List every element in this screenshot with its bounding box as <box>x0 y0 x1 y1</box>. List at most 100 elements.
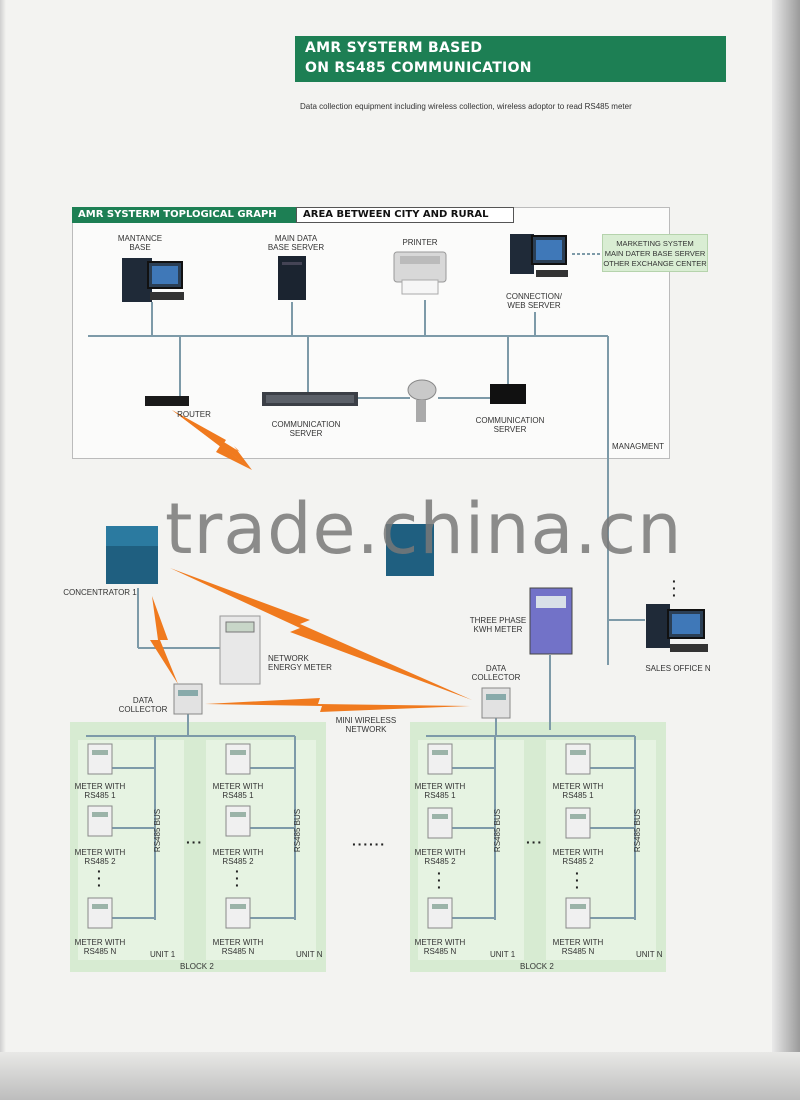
rs485-bus-label: RS485 BUS <box>153 808 163 853</box>
concentrator-device <box>106 526 158 584</box>
maindb-line-2: BASE SERVER <box>267 243 325 252</box>
three-line-2: KWH METER <box>473 625 523 634</box>
graph-area-label: AREA BETWEEN CITY AND RURAL <box>296 207 514 223</box>
communication-switch <box>262 392 358 406</box>
marketing-line-3: OTHER EXCHANGE CENTER <box>603 259 707 268</box>
title-line-2: ON RS485 COMMUNICATION <box>305 60 532 76</box>
more-meters-dots: ··· <box>97 863 102 893</box>
data-collector-left-label: DATA COLLECTOR <box>118 696 168 714</box>
page-edge-right <box>772 0 800 1100</box>
topology-box <box>72 207 670 459</box>
meter-line: METER WITH <box>414 848 466 857</box>
more-units-dots: ··· <box>526 834 543 850</box>
meter-rs: RS485 2 <box>84 857 116 866</box>
block-label: BLOCK 2 <box>520 962 554 971</box>
meter-line: METER WITH <box>74 848 126 857</box>
wireless-line-1: MINI WIRELESS <box>335 716 397 725</box>
printer-device <box>393 251 447 295</box>
marketing-line-2: MAIN DATER BASE SERVER <box>604 249 706 258</box>
meter-rs: RS485 N <box>561 947 595 956</box>
maindb-label: MAIN DATA BASE SERVER <box>256 234 336 252</box>
comm1-line-2: SERVER <box>289 429 323 438</box>
more-meters-dots: ··· <box>575 865 580 895</box>
collector-right-line-1: DATA <box>485 664 507 673</box>
web-server-computer <box>510 234 568 277</box>
managment-label: MANAGMENT <box>612 442 664 451</box>
mantance-line-2: BASE <box>129 243 151 252</box>
more-units-dots: ··· <box>186 834 203 850</box>
three-phase-meter <box>529 587 573 655</box>
three-line-1: THREE PHASE <box>469 616 527 625</box>
sales-office-computer <box>646 604 708 652</box>
meter-line: METER WITH <box>74 938 126 947</box>
mantance-base-label: MANTANCE BASE <box>110 234 170 252</box>
connection-lines <box>86 253 645 920</box>
meter-rs: RS485 1 <box>562 791 594 800</box>
more-meters-dots: ··· <box>235 863 240 893</box>
comm-server-1-label: COMMUNICATION SERVER <box>262 420 350 438</box>
network-line-1: NETWORK <box>268 654 309 663</box>
meter-rs: RS485 2 <box>562 857 594 866</box>
printer-label: PRINTER <box>402 238 438 247</box>
unit-1-label: UNIT 1 <box>150 950 176 959</box>
network-energy-meter <box>219 615 261 685</box>
meter-rs: RS485 2 <box>222 857 254 866</box>
concentrator-label: CONCENTRATOR 1 <box>63 588 137 597</box>
watermark: trade.china.cn <box>165 488 683 570</box>
more-offices-dots: ··· <box>672 573 677 603</box>
maindb-line-1: MAIN DATA <box>274 234 318 243</box>
router-label: ROUTER <box>177 410 211 419</box>
unit-n-right <box>546 740 656 960</box>
more-blocks-dots: ······ <box>352 836 386 852</box>
unit-n-label: UNIT N <box>296 950 323 959</box>
unit-n-label: UNIT N <box>636 950 663 959</box>
conn-line-1: CONNECTION/ <box>506 292 562 301</box>
block-label: BLOCK 2 <box>180 962 214 971</box>
meter-line: METER WITH <box>552 782 604 791</box>
concentrator-device-2 <box>386 524 434 576</box>
collector-left-line-2: COLLECTOR <box>118 705 168 714</box>
marketing-line-1: MARKETING SYSTEM <box>616 239 694 248</box>
satellite-dish <box>407 379 437 422</box>
mantance-line-1: MANTANCE <box>117 234 163 243</box>
meter-rs: RS485 1 <box>424 791 456 800</box>
mantance-base-computer <box>122 258 184 302</box>
unit-n-left <box>206 740 316 960</box>
marketing-system-box: MARKETING SYSTEM MAIN DATER BASE SERVER … <box>602 234 708 272</box>
meter-line: METER WITH <box>414 938 466 947</box>
meter-rs: RS485 N <box>423 947 457 956</box>
rs485-bus-label: RS485 BUS <box>493 808 503 853</box>
collector-right-line-2: COLLECTOR <box>471 673 521 682</box>
sales-office-label: SALES OFFICE N <box>645 664 711 673</box>
router-device <box>145 396 189 406</box>
meter-rs: RS485 1 <box>84 791 116 800</box>
meter-line: METER WITH <box>414 782 466 791</box>
communication-server-box <box>490 384 526 404</box>
meter-line: METER WITH <box>212 848 264 857</box>
title-line-1: AMR SYSTERM BASED <box>305 40 483 56</box>
data-collector-right <box>481 687 511 719</box>
meter-screens <box>92 750 586 909</box>
collector-left-line-1: DATA <box>132 696 154 705</box>
title-bar: AMR SYSTERM BASED ON RS485 COMMUNICATION <box>295 36 726 82</box>
meter-rs: RS485 N <box>83 947 117 956</box>
network-meter-label: NETWORK ENERGY METER <box>268 654 332 672</box>
conn-line-2: WEB SERVER <box>507 301 561 310</box>
network-line-2: ENERGY METER <box>268 663 332 672</box>
meter-line: METER WITH <box>552 938 604 947</box>
main-database-server <box>278 256 306 300</box>
data-collector-right-label: DATA COLLECTOR <box>468 664 524 682</box>
wireless-line-2: NETWORK <box>345 725 387 734</box>
meter-line: METER WITH <box>212 782 264 791</box>
comm-server-2-label: COMMUNICATION SERVER <box>466 416 554 434</box>
subtitle: Data collection equipment including wire… <box>300 102 632 111</box>
